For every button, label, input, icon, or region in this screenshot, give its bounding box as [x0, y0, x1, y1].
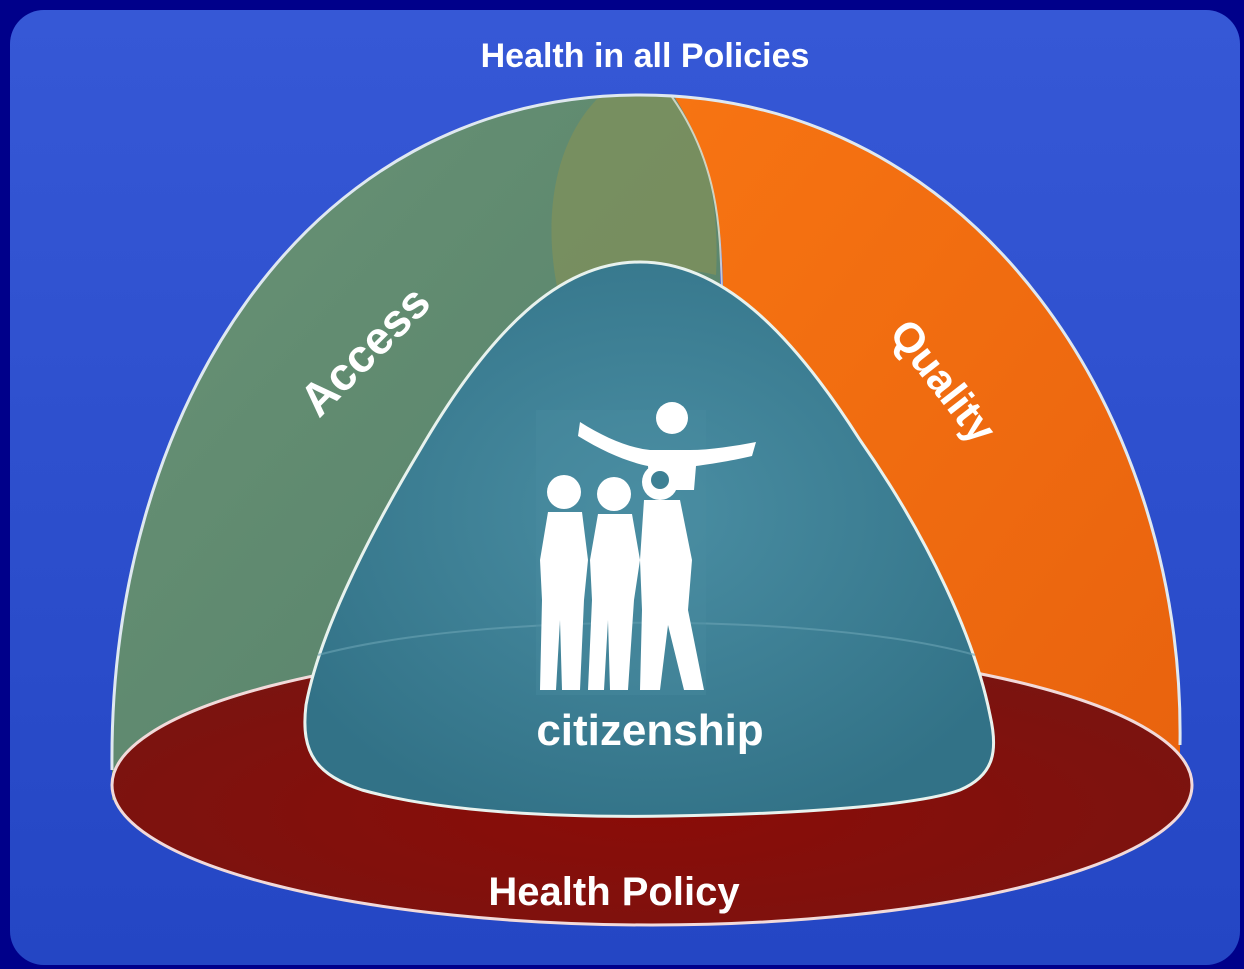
citizenship-label: citizenship [536, 706, 763, 755]
dome-outline [110, 93, 1182, 771]
overlap-region [551, 96, 717, 300]
health-policy-label: Health Policy [488, 870, 740, 914]
family-people-icon [536, 402, 756, 695]
diagram-title: Health in all Policies [481, 37, 810, 75]
